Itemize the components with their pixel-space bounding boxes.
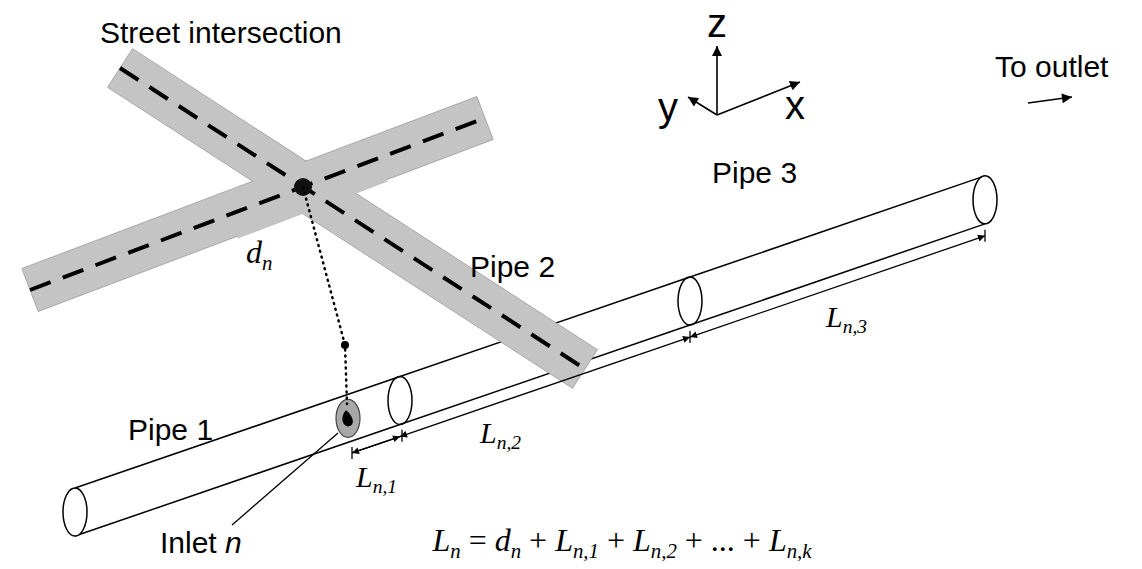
dimension-line — [352, 436, 402, 453]
word: Inlet — [160, 526, 225, 559]
text-label: To outlet — [995, 50, 1108, 85]
math-label: dn — [246, 234, 272, 271]
subscript: n,1 — [373, 476, 397, 497]
subscript: n,2 — [651, 539, 677, 562]
subscript: n — [511, 539, 521, 562]
dimension-line — [690, 236, 985, 337]
text-label: y — [658, 84, 678, 130]
text-label: Pipe 1 — [128, 413, 213, 448]
subscript: n — [450, 539, 460, 562]
subscript: n,2 — [497, 432, 521, 453]
street-centerline — [30, 118, 485, 290]
outlet-arrow — [1028, 97, 1072, 103]
symbol: L — [633, 522, 651, 558]
symbol: d — [246, 234, 262, 270]
text-label: Inlet n — [160, 526, 242, 561]
symbol: d — [495, 522, 511, 558]
street — [22, 96, 493, 311]
street-group — [22, 49, 598, 389]
axis-arrow — [716, 46, 718, 115]
distance-path — [303, 187, 347, 404]
axis-arrow — [688, 97, 717, 115]
dimension-tick — [984, 230, 985, 242]
text-label: x — [785, 82, 805, 128]
leader-line — [232, 433, 338, 525]
subscript: n — [262, 251, 272, 274]
operator: + — [599, 522, 633, 558]
text-label: Street intersection — [100, 16, 342, 51]
pipe-edge — [690, 176, 985, 277]
text-label: Pipe 3 — [712, 156, 797, 191]
dimension-tick — [351, 447, 352, 459]
subscript: n,3 — [843, 316, 867, 337]
text-label: z — [707, 0, 727, 46]
dimension-line — [400, 337, 690, 436]
math-label: Ln,2 — [480, 416, 521, 451]
pipe-edge — [75, 377, 400, 488]
subscript: n,k — [787, 539, 812, 562]
math-label: Ln = dn + Ln,1 + Ln,2 + ... + Ln,k — [432, 522, 811, 559]
inlet-drop — [342, 410, 352, 426]
pipe-end — [973, 176, 997, 224]
pipe-joint — [678, 277, 702, 325]
pipe-end — [63, 488, 87, 536]
operator: + — [521, 522, 555, 558]
operator: = — [461, 522, 495, 558]
math-label: Ln,3 — [826, 300, 867, 335]
operator: + ... + — [677, 522, 769, 558]
dimension-tick — [401, 430, 402, 442]
subscript: n,1 — [573, 539, 599, 562]
symbol: L — [356, 460, 373, 493]
pipe-edge — [75, 425, 400, 536]
symbol: L — [769, 522, 787, 558]
symbol: n — [225, 526, 242, 559]
inlet-opening — [336, 399, 360, 437]
symbol: L — [555, 522, 573, 558]
symbol: L — [432, 522, 450, 558]
street-centerline — [120, 68, 585, 369]
symbol: L — [480, 416, 497, 449]
text-label: Pipe 2 — [470, 250, 555, 285]
pipe-body — [75, 377, 400, 536]
math-label: Ln,1 — [356, 460, 397, 495]
distance-dot — [341, 341, 349, 349]
dimension-tick — [689, 331, 690, 343]
symbol: L — [826, 300, 843, 333]
pipe-joint — [388, 377, 412, 425]
